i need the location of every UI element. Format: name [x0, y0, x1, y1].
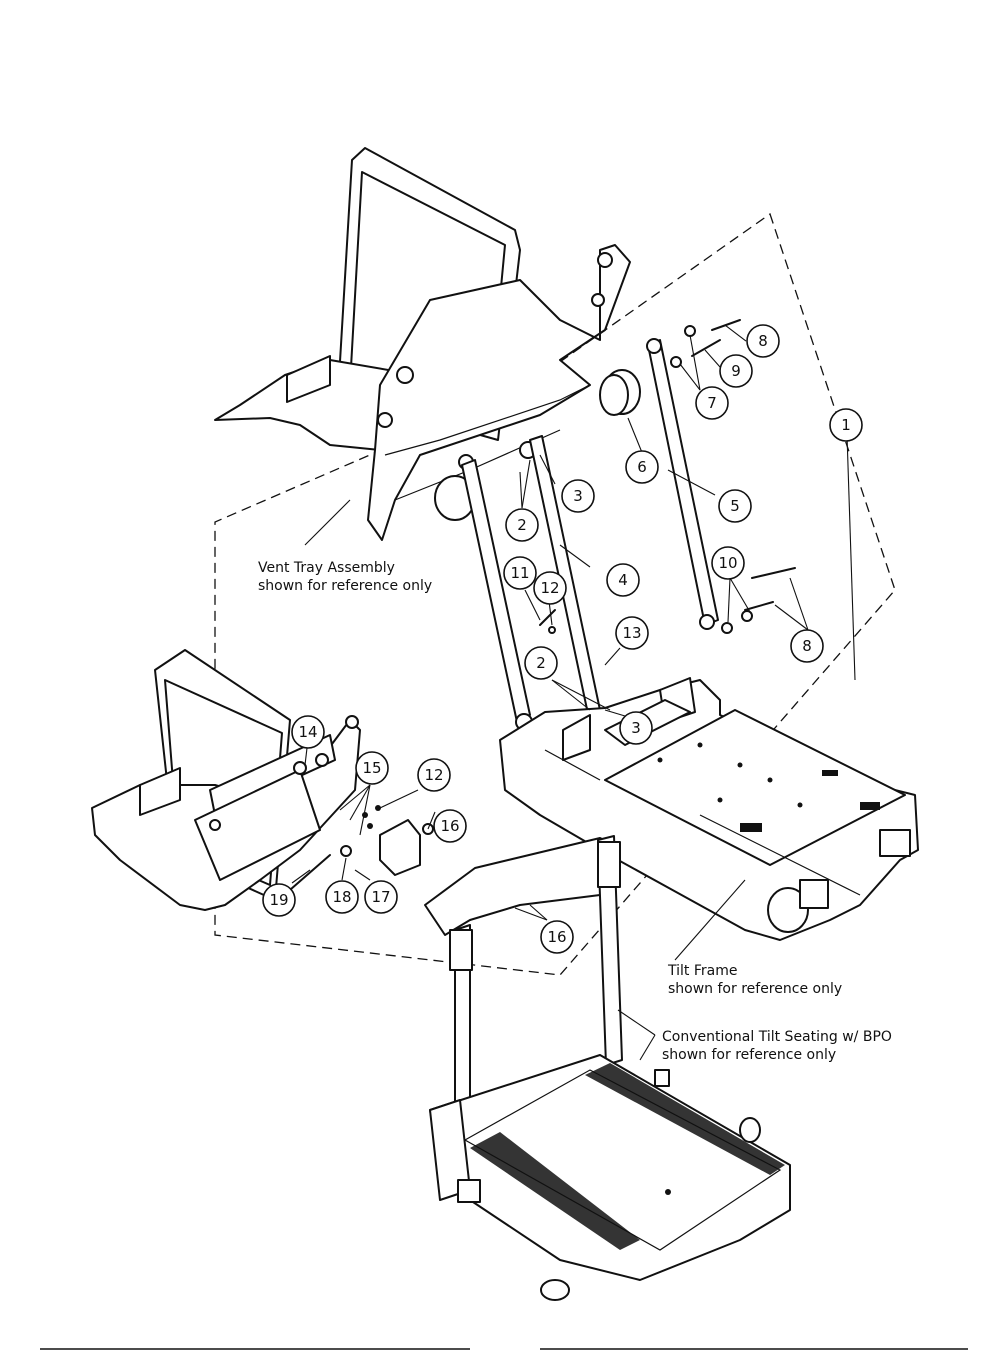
svg-text:16: 16: [547, 928, 566, 946]
mounting-arms-drawing: [461, 319, 796, 731]
callout-2-lower: 2: [524, 646, 558, 680]
callout-4: 4: [606, 563, 640, 597]
callout-12-lower: 12: [417, 758, 451, 792]
tilt-seating-note-line-2: shown for reference only: [662, 1047, 836, 1063]
svg-text:1: 1: [841, 416, 851, 434]
tilt-frame-note-line-1: Tilt Frame: [667, 963, 737, 979]
svg-text:2: 2: [536, 654, 546, 672]
callout-9: 9: [719, 354, 753, 388]
svg-text:6: 6: [637, 458, 647, 476]
svg-text:12: 12: [424, 766, 443, 784]
callout-3-lower: 3: [619, 711, 653, 745]
callout-3: 3: [561, 479, 595, 513]
callout-12: 12: [533, 571, 567, 605]
callout-1: 1: [829, 408, 863, 442]
vent-tray-note-line-1: Vent Tray Assembly: [258, 560, 395, 576]
callout-11: 11: [503, 556, 537, 590]
tilt-seating-note-line-1: Conventional Tilt Seating w/ BPO: [662, 1029, 892, 1045]
svg-text:7: 7: [707, 394, 717, 412]
svg-text:10: 10: [718, 554, 737, 572]
svg-text:2: 2: [517, 516, 527, 534]
callout-13: 13: [615, 616, 649, 650]
side-view-vent-tray-drawing: [91, 649, 434, 911]
callout-14: 14: [291, 715, 325, 749]
assembly-boundary-dashed: [214, 212, 896, 976]
callout-8: 8: [746, 324, 780, 358]
svg-text:16: 16: [440, 817, 459, 835]
callout-16: 16: [433, 809, 467, 843]
callout-8-lower: 8: [790, 629, 824, 663]
callout-18: 18: [325, 880, 359, 914]
tilt-frame-note-line-2: shown for reference only: [668, 981, 842, 997]
callout-5: 5: [718, 489, 752, 523]
tilt-frame-drawing: [499, 677, 919, 941]
callout-7: 7: [695, 386, 729, 420]
svg-text:17: 17: [371, 888, 390, 906]
callout-15: 15: [355, 751, 389, 785]
svg-text:19: 19: [269, 891, 288, 909]
svg-text:13: 13: [622, 624, 641, 642]
callout-6: 6: [625, 450, 659, 484]
leader-lines: [291, 324, 856, 1061]
conventional-tilt-seating-drawing: [424, 835, 791, 1301]
svg-text:8: 8: [802, 637, 812, 655]
svg-text:15: 15: [362, 759, 381, 777]
callout-16-lower: 16: [540, 920, 574, 954]
callout-19: 19: [262, 883, 296, 917]
callout-2: 2: [505, 508, 539, 542]
callout-17: 17: [364, 880, 398, 914]
svg-text:9: 9: [731, 362, 741, 380]
svg-text:11: 11: [510, 564, 529, 582]
svg-text:12: 12: [540, 579, 559, 597]
callout-10: 10: [711, 546, 745, 580]
svg-text:5: 5: [730, 497, 740, 515]
svg-text:14: 14: [298, 723, 317, 741]
svg-text:18: 18: [332, 888, 351, 906]
svg-text:8: 8: [758, 332, 768, 350]
svg-text:3: 3: [573, 487, 583, 505]
vent-tray-assembly-drawing: [214, 147, 631, 541]
svg-text:4: 4: [618, 571, 628, 589]
svg-text:3: 3: [631, 719, 641, 737]
vent-tray-note-line-2: shown for reference only: [258, 578, 432, 594]
